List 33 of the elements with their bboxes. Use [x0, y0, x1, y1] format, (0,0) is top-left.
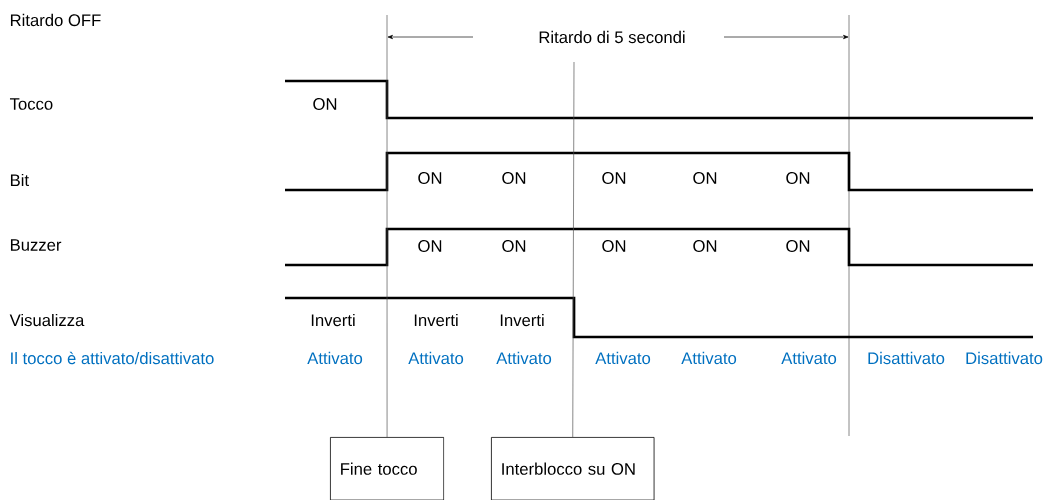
row-label: Il tocco è attivato/disattivato [11, 351, 214, 365]
signal-name: Tocco [10, 98, 53, 110]
signal-name: Bit [10, 173, 29, 187]
dimension-label: Ritardo di 5 secondi [533, 29, 691, 45]
status-label: Attivato [496, 351, 552, 365]
event-box: Interblocco su ON [491, 437, 655, 500]
state-label: ON [693, 240, 717, 252]
state-label: ON [418, 240, 442, 252]
state-label: ON [502, 240, 526, 252]
state-label: ON [786, 172, 810, 184]
signal-name: Visualizza [9, 313, 85, 327]
state-label: ON [786, 240, 810, 252]
status-label: Disattivato [868, 351, 945, 365]
leader-line [572, 61, 575, 438]
leader-line [386, 14, 388, 438]
state-label: ON [502, 172, 526, 184]
status-label: Disattivato [966, 351, 1043, 365]
title-label: Ritardo OFF [10, 13, 101, 27]
state-label: ON [602, 172, 626, 184]
state-label: ON [602, 240, 626, 252]
state-label: ON [313, 98, 337, 110]
state-label: Inverti [311, 313, 355, 327]
state-label: ON [418, 172, 442, 184]
state-label: ON [693, 172, 717, 184]
status-label: Attivato [408, 351, 464, 365]
state-label: Inverti [500, 313, 544, 327]
event-box: Fine tocco [330, 437, 445, 500]
signal-name: Buzzer [10, 239, 62, 251]
state-label: Inverti [414, 313, 458, 327]
status-label: Attivato [681, 351, 737, 365]
status-label: Attivato [781, 351, 837, 365]
status-label: Attivato [307, 351, 363, 365]
status-label: Attivato [595, 351, 651, 365]
